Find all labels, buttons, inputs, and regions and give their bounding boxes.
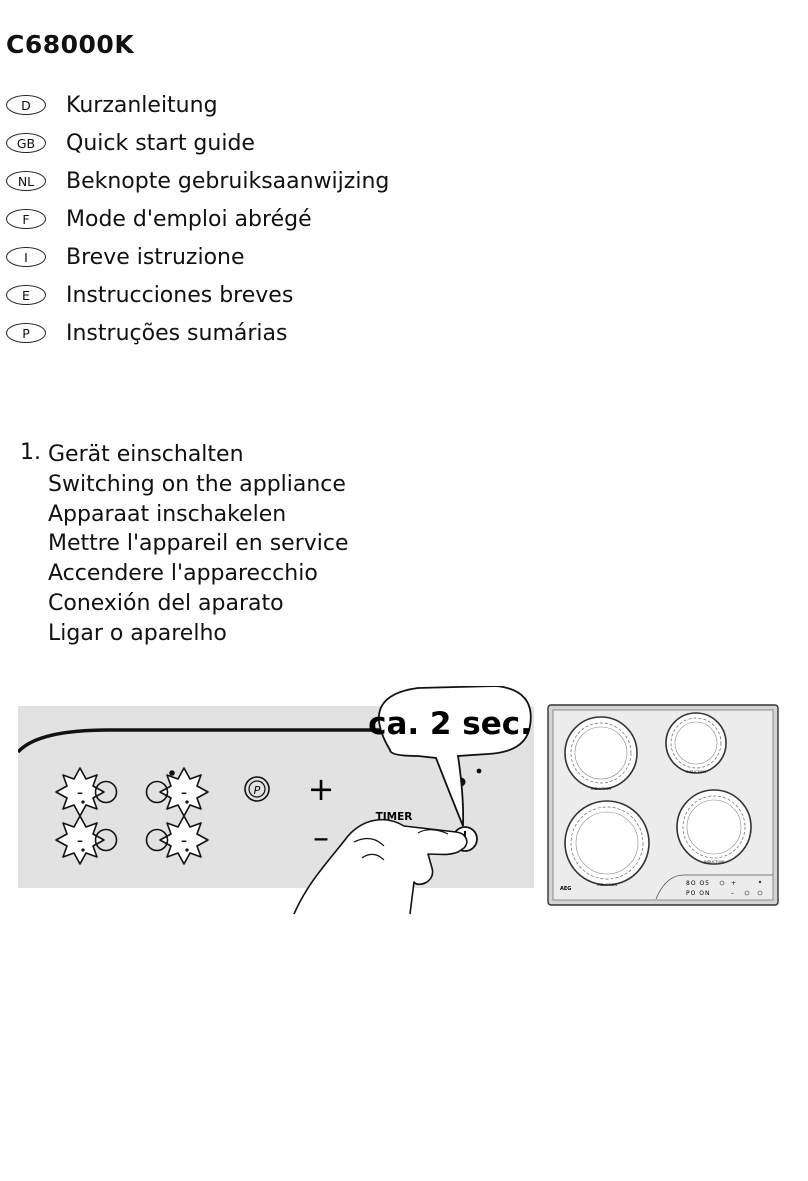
step-1: 1. Gerät einschalten Switching on the ap… — [20, 440, 349, 649]
finger-illustration — [293, 818, 468, 915]
plus-key: + — [308, 770, 335, 808]
language-label: Instruções sumárias — [66, 320, 288, 346]
language-label: Beknopte gebruiksaanwijzing — [66, 168, 390, 194]
hob-mini-plus: + — [731, 880, 736, 887]
language-code-badge: E — [6, 285, 46, 305]
zone-indicator-front-left: - — [55, 767, 118, 817]
language-item-d: D Kurzanleitung — [6, 86, 389, 124]
power-boost-label: P — [254, 784, 261, 797]
hob-illustration: INDUCTION INDUCTION INDUCTION INDUCTION … — [547, 704, 779, 906]
cooking-zone-front-left: INDUCTION — [564, 800, 650, 887]
language-label: Kurzanleitung — [66, 92, 218, 118]
step-line-it: Accendere l'apparecchio — [48, 561, 318, 587]
language-item-p: P Instruções sumárias — [6, 314, 389, 352]
callout-text: ca. 2 sec. — [368, 706, 532, 742]
language-code-badge: P — [6, 323, 46, 343]
cooking-zone-rear-left: INDUCTION — [564, 716, 638, 791]
language-item-nl: NL Beknopte gebruiksaanwijzing — [6, 162, 389, 200]
zone-display-text: - — [181, 782, 188, 803]
zone-display-text: - — [181, 830, 188, 851]
step-line-es: Conexión del aparato — [48, 590, 284, 616]
step-line-en: Switching on the appliance — [48, 471, 346, 497]
zone-select-key — [145, 780, 169, 804]
zone-label: INDUCTION — [597, 883, 617, 887]
cooking-zone-front-right: INDUCTION — [676, 789, 752, 865]
cooking-zone-rear-right: INDUCTION — [665, 712, 727, 774]
zone-indicator-rear-left: - — [55, 815, 118, 865]
zone-indicator-rear-right: - — [145, 815, 209, 865]
language-item-gb: GB Quick start guide — [6, 124, 389, 162]
minus-key: – — [313, 818, 329, 856]
step-1-lines: Gerät einschalten Switching on the appli… — [48, 440, 349, 649]
zone-select-key — [145, 828, 169, 852]
step-line-de: Gerät einschalten — [48, 442, 244, 467]
zone-display-text: - — [77, 830, 84, 851]
language-label: Breve istruzione — [66, 244, 245, 270]
hob-mini-row-bottom: PO ON — [686, 890, 710, 897]
hob-brand-logo: AEG — [560, 886, 571, 892]
language-code-badge: F — [6, 209, 46, 229]
step-line-pt: Ligar o aparelho — [48, 620, 227, 646]
language-item-f: F Mode d'emploi abrégé — [6, 200, 389, 238]
language-code-badge: I — [6, 247, 46, 267]
language-code-badge: NL — [6, 171, 46, 191]
zone-label: INDUCTION — [686, 770, 706, 774]
language-code-badge: GB — [6, 133, 46, 153]
control-panel-illustration: - - - - P + – TIMER — [18, 686, 534, 915]
power-boost-icon: P — [244, 776, 270, 802]
hob-mini-row-top: 8O O5 — [686, 880, 710, 887]
step-number: 1. — [20, 440, 41, 465]
step-line-fr: Mettre l'appareil en service — [48, 531, 349, 557]
zone-select-key — [94, 780, 118, 804]
callout-bubble: ca. 2 sec. — [368, 686, 532, 827]
hob-control-strip-edge — [655, 874, 773, 900]
language-label: Instrucciones breves — [66, 282, 294, 308]
zone-label: INDUCTION — [704, 860, 724, 864]
zone-display-text: - — [77, 782, 84, 803]
zone-indicator-front-right: - — [145, 767, 209, 817]
language-list: D Kurzanleitung GB Quick start guide NL Bek… — [6, 86, 389, 352]
hob-mini-controls: 8O O5 PO ON + – — [686, 880, 763, 897]
language-item-e: E Instrucciones breves — [6, 276, 389, 314]
language-label: Quick start guide — [66, 130, 255, 156]
panel-edge-line — [18, 728, 398, 754]
language-item-i: I Breve istruzione — [6, 238, 389, 276]
zone-select-key — [94, 828, 118, 852]
hob-mini-minus: – — [731, 890, 734, 897]
language-code-badge: D — [6, 95, 46, 115]
step-line-nl: Apparaat inschakelen — [48, 501, 287, 527]
zone-label: INDUCTION — [591, 787, 611, 791]
document-title: C68000K — [6, 30, 135, 59]
language-label: Mode d'emploi abrégé — [66, 206, 312, 232]
